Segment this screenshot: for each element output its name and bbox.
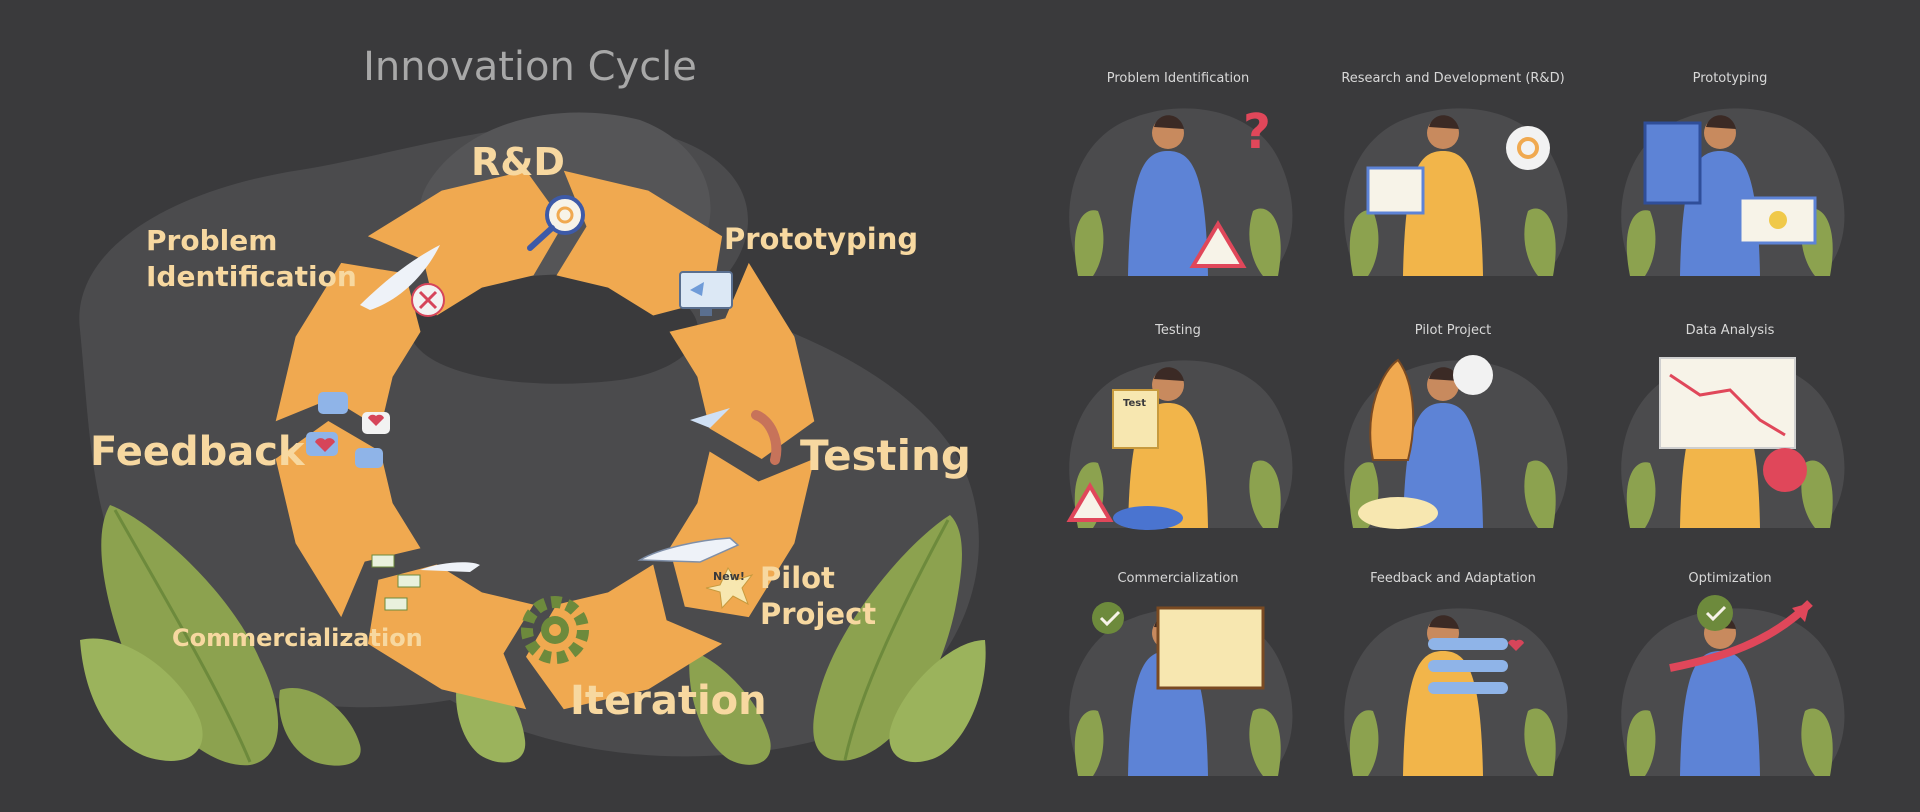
leaf-decoration bbox=[1801, 708, 1833, 776]
stage-panel: Data Analysis bbox=[1621, 323, 1845, 528]
cycle-arrow-pilot bbox=[526, 564, 723, 710]
question-warning-icon: ? bbox=[1189, 104, 1271, 268]
leaf-decoration bbox=[1249, 208, 1281, 276]
stage-icons: New! bbox=[306, 195, 782, 664]
rating-sliders-icon bbox=[1428, 638, 1524, 694]
stage-panel: Optimization bbox=[1621, 571, 1845, 776]
leaf-decoration bbox=[1626, 462, 1656, 528]
stage-label-commercialization: Commercialization bbox=[172, 624, 423, 652]
cycle-ring bbox=[275, 170, 815, 710]
cycle-arrow-problem bbox=[367, 170, 564, 316]
stage-panel: Prototyping bbox=[1621, 71, 1845, 276]
panel-title: Pilot Project bbox=[1415, 323, 1491, 338]
svg-text:?: ? bbox=[1243, 104, 1271, 160]
panel-title: Data Analysis bbox=[1686, 323, 1775, 338]
monitor-icon bbox=[679, 271, 733, 316]
rocket-launch-icon bbox=[1358, 355, 1493, 529]
leaf-decoration bbox=[1524, 708, 1556, 776]
person-figure bbox=[1128, 115, 1208, 276]
stage-label-iteration: Iteration bbox=[570, 678, 767, 724]
panel-title: Testing bbox=[1154, 323, 1201, 338]
leaf-decoration bbox=[1801, 460, 1833, 528]
leaf-decoration bbox=[1524, 460, 1556, 528]
panel-title: Prototyping bbox=[1693, 71, 1768, 86]
new-badge-text: New! bbox=[713, 570, 745, 583]
stage-labels: R&D Prototyping Testing Pilot Project It… bbox=[90, 140, 971, 724]
leaf-decoration bbox=[1349, 210, 1379, 276]
panel-title: Feedback and Adaptation bbox=[1370, 571, 1536, 586]
stage-label-feedback: Feedback bbox=[90, 429, 306, 475]
cycle-arrow-prototyping bbox=[669, 262, 815, 459]
test-badge-text: Test bbox=[1123, 398, 1146, 409]
stage-panel: Pilot Project bbox=[1344, 323, 1568, 529]
cycle-arrow-iteration bbox=[367, 564, 534, 710]
leaf-decoration bbox=[1626, 710, 1656, 776]
stage-panel: Problem Identification? bbox=[1069, 71, 1293, 276]
gear-icon bbox=[521, 596, 589, 664]
bird-no-icon bbox=[360, 245, 445, 317]
stage-label-pilot-project: Pilot Project bbox=[760, 561, 876, 631]
stage-label-problem-identification: Problem Identification bbox=[146, 224, 357, 293]
leaf-decoration bbox=[1349, 710, 1379, 776]
panel-title: Research and Development (R&D) bbox=[1341, 71, 1564, 86]
leaf-decoration bbox=[1249, 460, 1281, 528]
panel-title: Optimization bbox=[1688, 571, 1771, 586]
leaf-decoration bbox=[1074, 210, 1104, 276]
panel-title: Problem Identification bbox=[1107, 71, 1250, 86]
decorative-leaves bbox=[80, 505, 986, 766]
stage-label-testing: Testing bbox=[800, 431, 971, 480]
presentation-icon bbox=[1092, 602, 1265, 690]
stage-panels-grid: Problem Identification? Research and Deve… bbox=[1066, 71, 1845, 776]
money-icon bbox=[371, 554, 480, 611]
feedback-bubbles-icon bbox=[306, 392, 390, 468]
leaf-decoration bbox=[1626, 210, 1656, 276]
stage-panel: Research and Development (R&D) bbox=[1341, 71, 1568, 276]
leaf-decoration bbox=[1249, 708, 1281, 776]
chart-board-icon bbox=[1659, 357, 1807, 492]
stage-label-prototyping: Prototyping bbox=[724, 222, 918, 256]
diagram-title: Innovation Cycle bbox=[363, 44, 697, 90]
3d-printer-icon bbox=[1643, 121, 1817, 245]
person-figure bbox=[1403, 367, 1483, 528]
cycle-arrow-commercialization bbox=[275, 421, 421, 618]
stage-panel: Commercialization bbox=[1069, 571, 1293, 776]
researchers-computer-icon bbox=[1366, 126, 1550, 215]
airplane-icon: New! bbox=[637, 537, 754, 610]
leaf-decoration bbox=[1524, 208, 1556, 276]
clipboard-test-icon: Test bbox=[1066, 389, 1183, 530]
magnifier-icon bbox=[527, 195, 585, 251]
leaf-decoration bbox=[1074, 710, 1104, 776]
stage-label-rd: R&D bbox=[471, 140, 565, 184]
paper-plane-icon bbox=[690, 408, 782, 465]
growth-arrow-icon bbox=[1669, 595, 1813, 672]
cycle-arrow-feedback bbox=[275, 262, 421, 429]
stage-panel: Feedback and Adaptation bbox=[1344, 571, 1568, 776]
cycle-arrow-testing bbox=[669, 451, 815, 618]
panel-title: Commercialization bbox=[1117, 571, 1238, 586]
